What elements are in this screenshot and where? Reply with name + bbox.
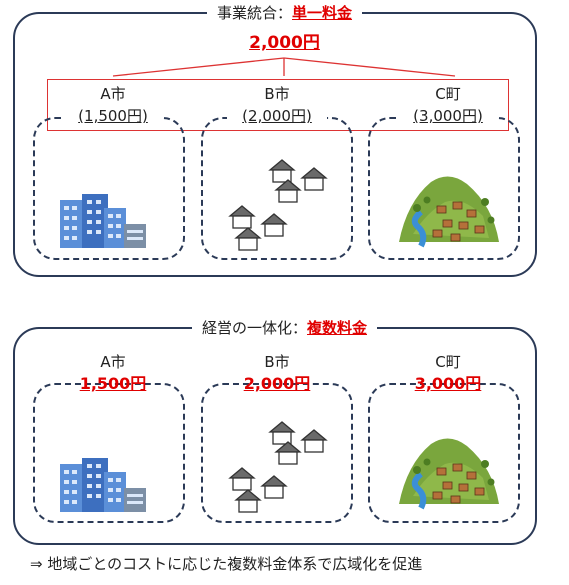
city-a-label-bottom: A市: [100, 353, 126, 371]
conclusion-text: ⇒ 地域ごとのコストに応じた複数料金体系で広域化を促進: [30, 555, 423, 573]
town-c-former-price: (3,000円): [398, 106, 498, 126]
unified-price: 2,000円: [249, 33, 320, 53]
town-c-label-bottom: C町: [435, 353, 461, 371]
single-rate-label: 単一料金: [292, 4, 353, 22]
former-prices-box: [47, 79, 509, 131]
city-b-former-price: (2,000円): [227, 106, 327, 126]
city-a-former-price: (1,500円): [63, 106, 163, 126]
price-connector-lines: [112, 57, 456, 77]
city-buildings-icon: [60, 458, 146, 512]
city-b-price: 2,000円: [243, 374, 311, 393]
city-a-price: 1,500円: [79, 374, 147, 393]
integrated-management-title: 経営の一体化：複数料金: [0, 317, 569, 339]
houses-icon: [228, 159, 328, 251]
city-b-label: B市: [264, 85, 290, 103]
multiple-rates-label: 複数料金: [307, 319, 368, 337]
unified-business-title: 事業統合：単一料金: [0, 2, 569, 24]
houses-icon: [228, 421, 328, 513]
city-b-label-bottom: B市: [264, 353, 290, 371]
city-buildings-icon: [60, 194, 146, 248]
city-a-label: A市: [100, 85, 126, 103]
rural-town-icon: [399, 438, 499, 510]
town-c-price: 3,000円: [414, 374, 482, 393]
city-a-area-bottom: [33, 383, 185, 523]
rural-town-icon: [399, 176, 499, 248]
town-c-label: C町: [435, 85, 461, 103]
city-b-area-bottom: [201, 383, 353, 523]
town-c-area-bottom: [368, 383, 520, 523]
